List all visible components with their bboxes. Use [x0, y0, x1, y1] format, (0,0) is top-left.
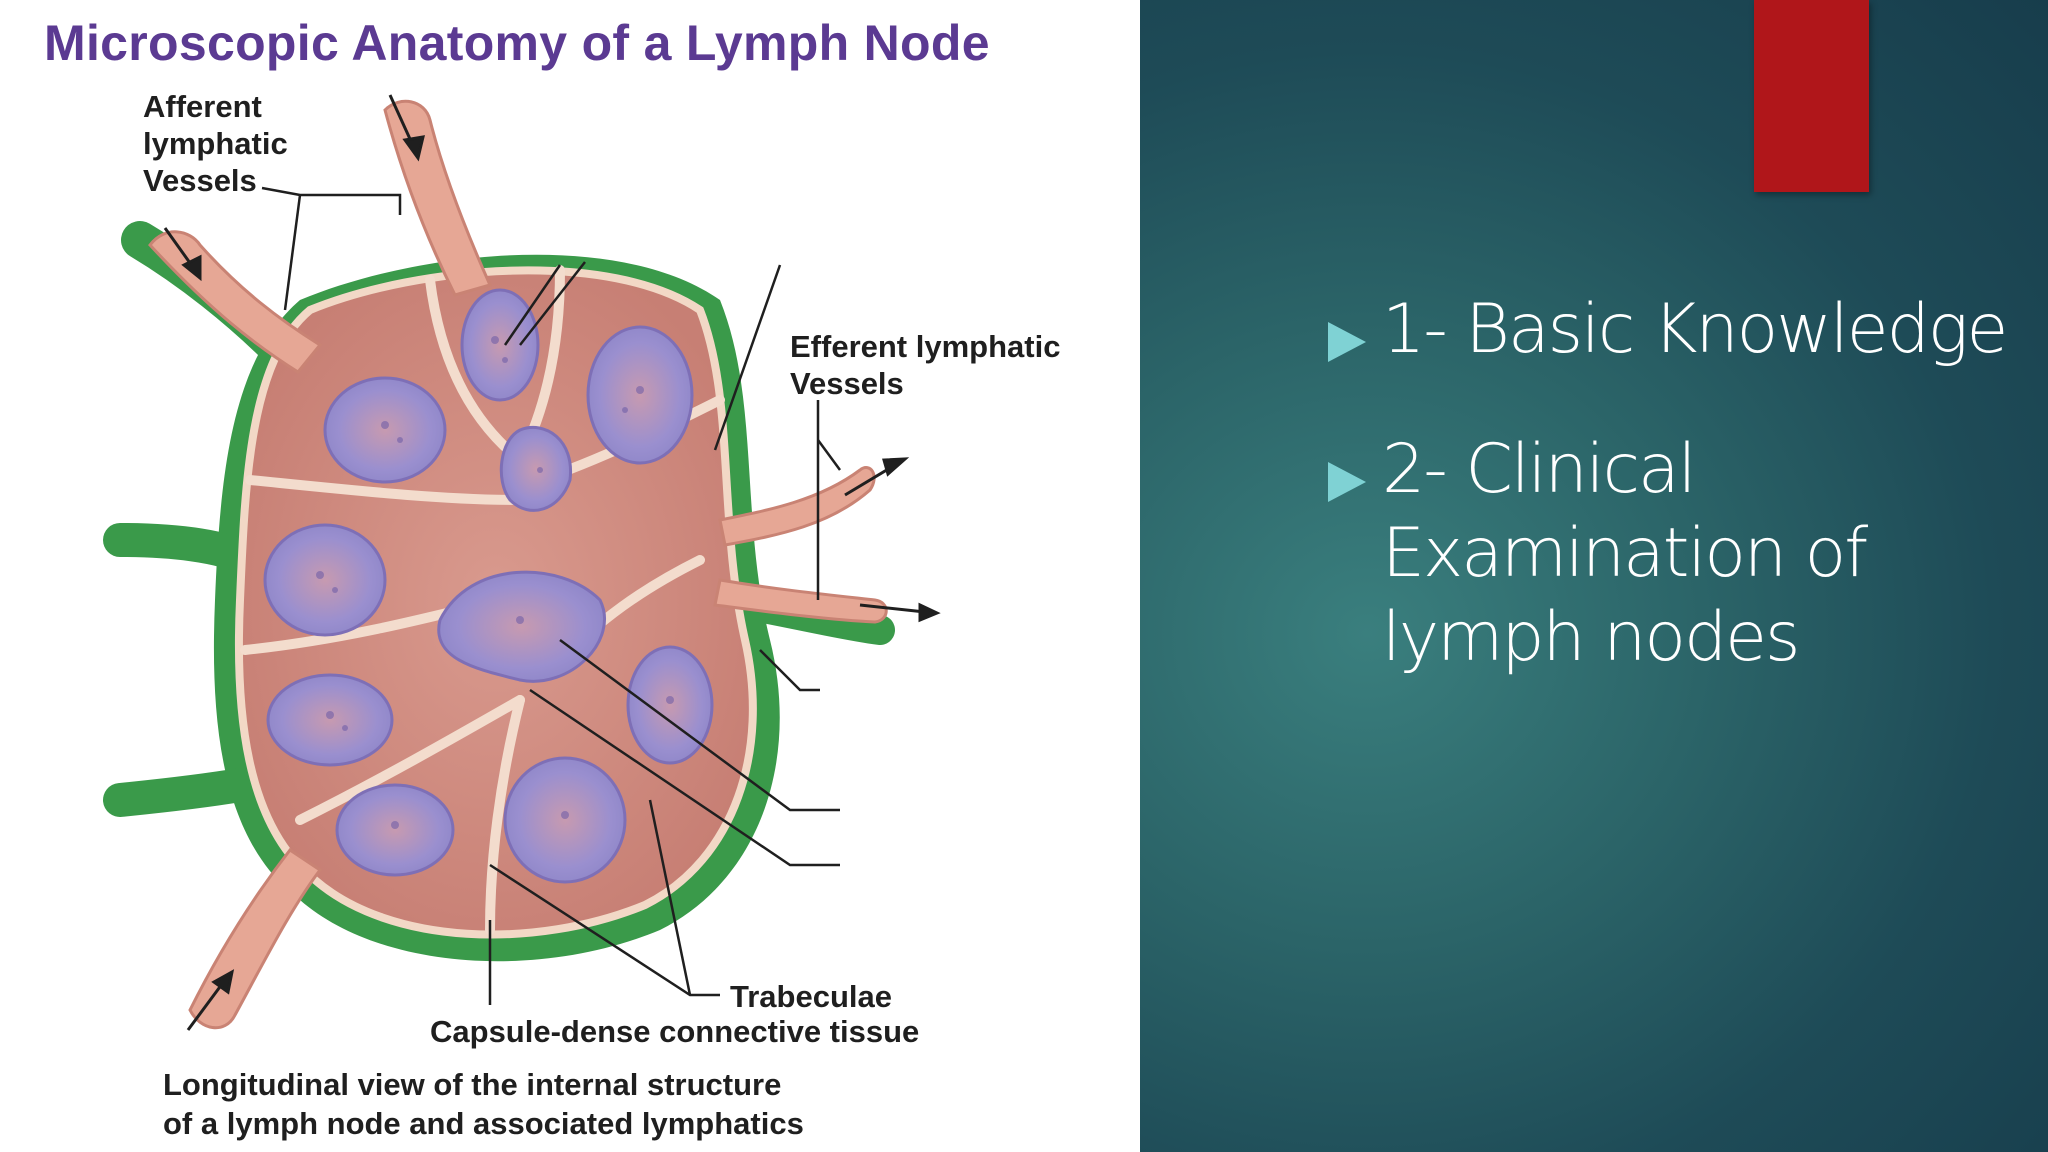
caption-line-1: Longitudinal view of the internal struct…	[163, 1067, 782, 1102]
triangle-bullet-icon	[1328, 322, 1366, 362]
triangle-bullet-icon	[1328, 462, 1366, 502]
trabeculae-label: Trabeculae	[730, 979, 892, 1014]
afferent-label-line-1: Afferent	[143, 89, 262, 124]
afferent-label-line-2: lymphatic	[143, 126, 288, 162]
caption-line-2: of a lymph node and associated lymphatic…	[163, 1106, 804, 1142]
red-accent-tab	[1754, 0, 1869, 192]
afferent-label-line-3: Vessels	[143, 163, 257, 199]
figure-caption: Longitudinal view of the internal struct…	[163, 1065, 804, 1144]
content-panel	[1140, 0, 2048, 1152]
bullet-list: 1- Basic Knowledge 2- Clinical Examinati…	[1320, 288, 2020, 736]
bullet-text: 1- Basic Knowledge	[1382, 290, 2008, 369]
capsule-label: Capsule-dense connective tissue	[430, 1014, 920, 1049]
efferent-label-line-2: Vessels	[790, 366, 904, 402]
efferent-label-line-1: Efferent lymphatic	[790, 329, 1061, 364]
efferent-vessels-label: Efferent lymphatic Vessels	[790, 328, 1060, 402]
figure-panel: Microscopic Anatomy of a Lymph Node	[44, 15, 1061, 1144]
bullet-item: 1- Basic Knowledge	[1320, 288, 2020, 372]
bullet-text: 2- Clinical Examination of lymph nodes	[1382, 430, 1868, 677]
afferent-vessels-label: Afferent lymphatic Vessels	[143, 88, 288, 200]
bullet-item: 2- Clinical Examination of lymph nodes	[1320, 428, 2020, 680]
figure-title: Microscopic Anatomy of a Lymph Node	[44, 15, 990, 71]
lymph-node-diagram	[103, 94, 941, 1031]
